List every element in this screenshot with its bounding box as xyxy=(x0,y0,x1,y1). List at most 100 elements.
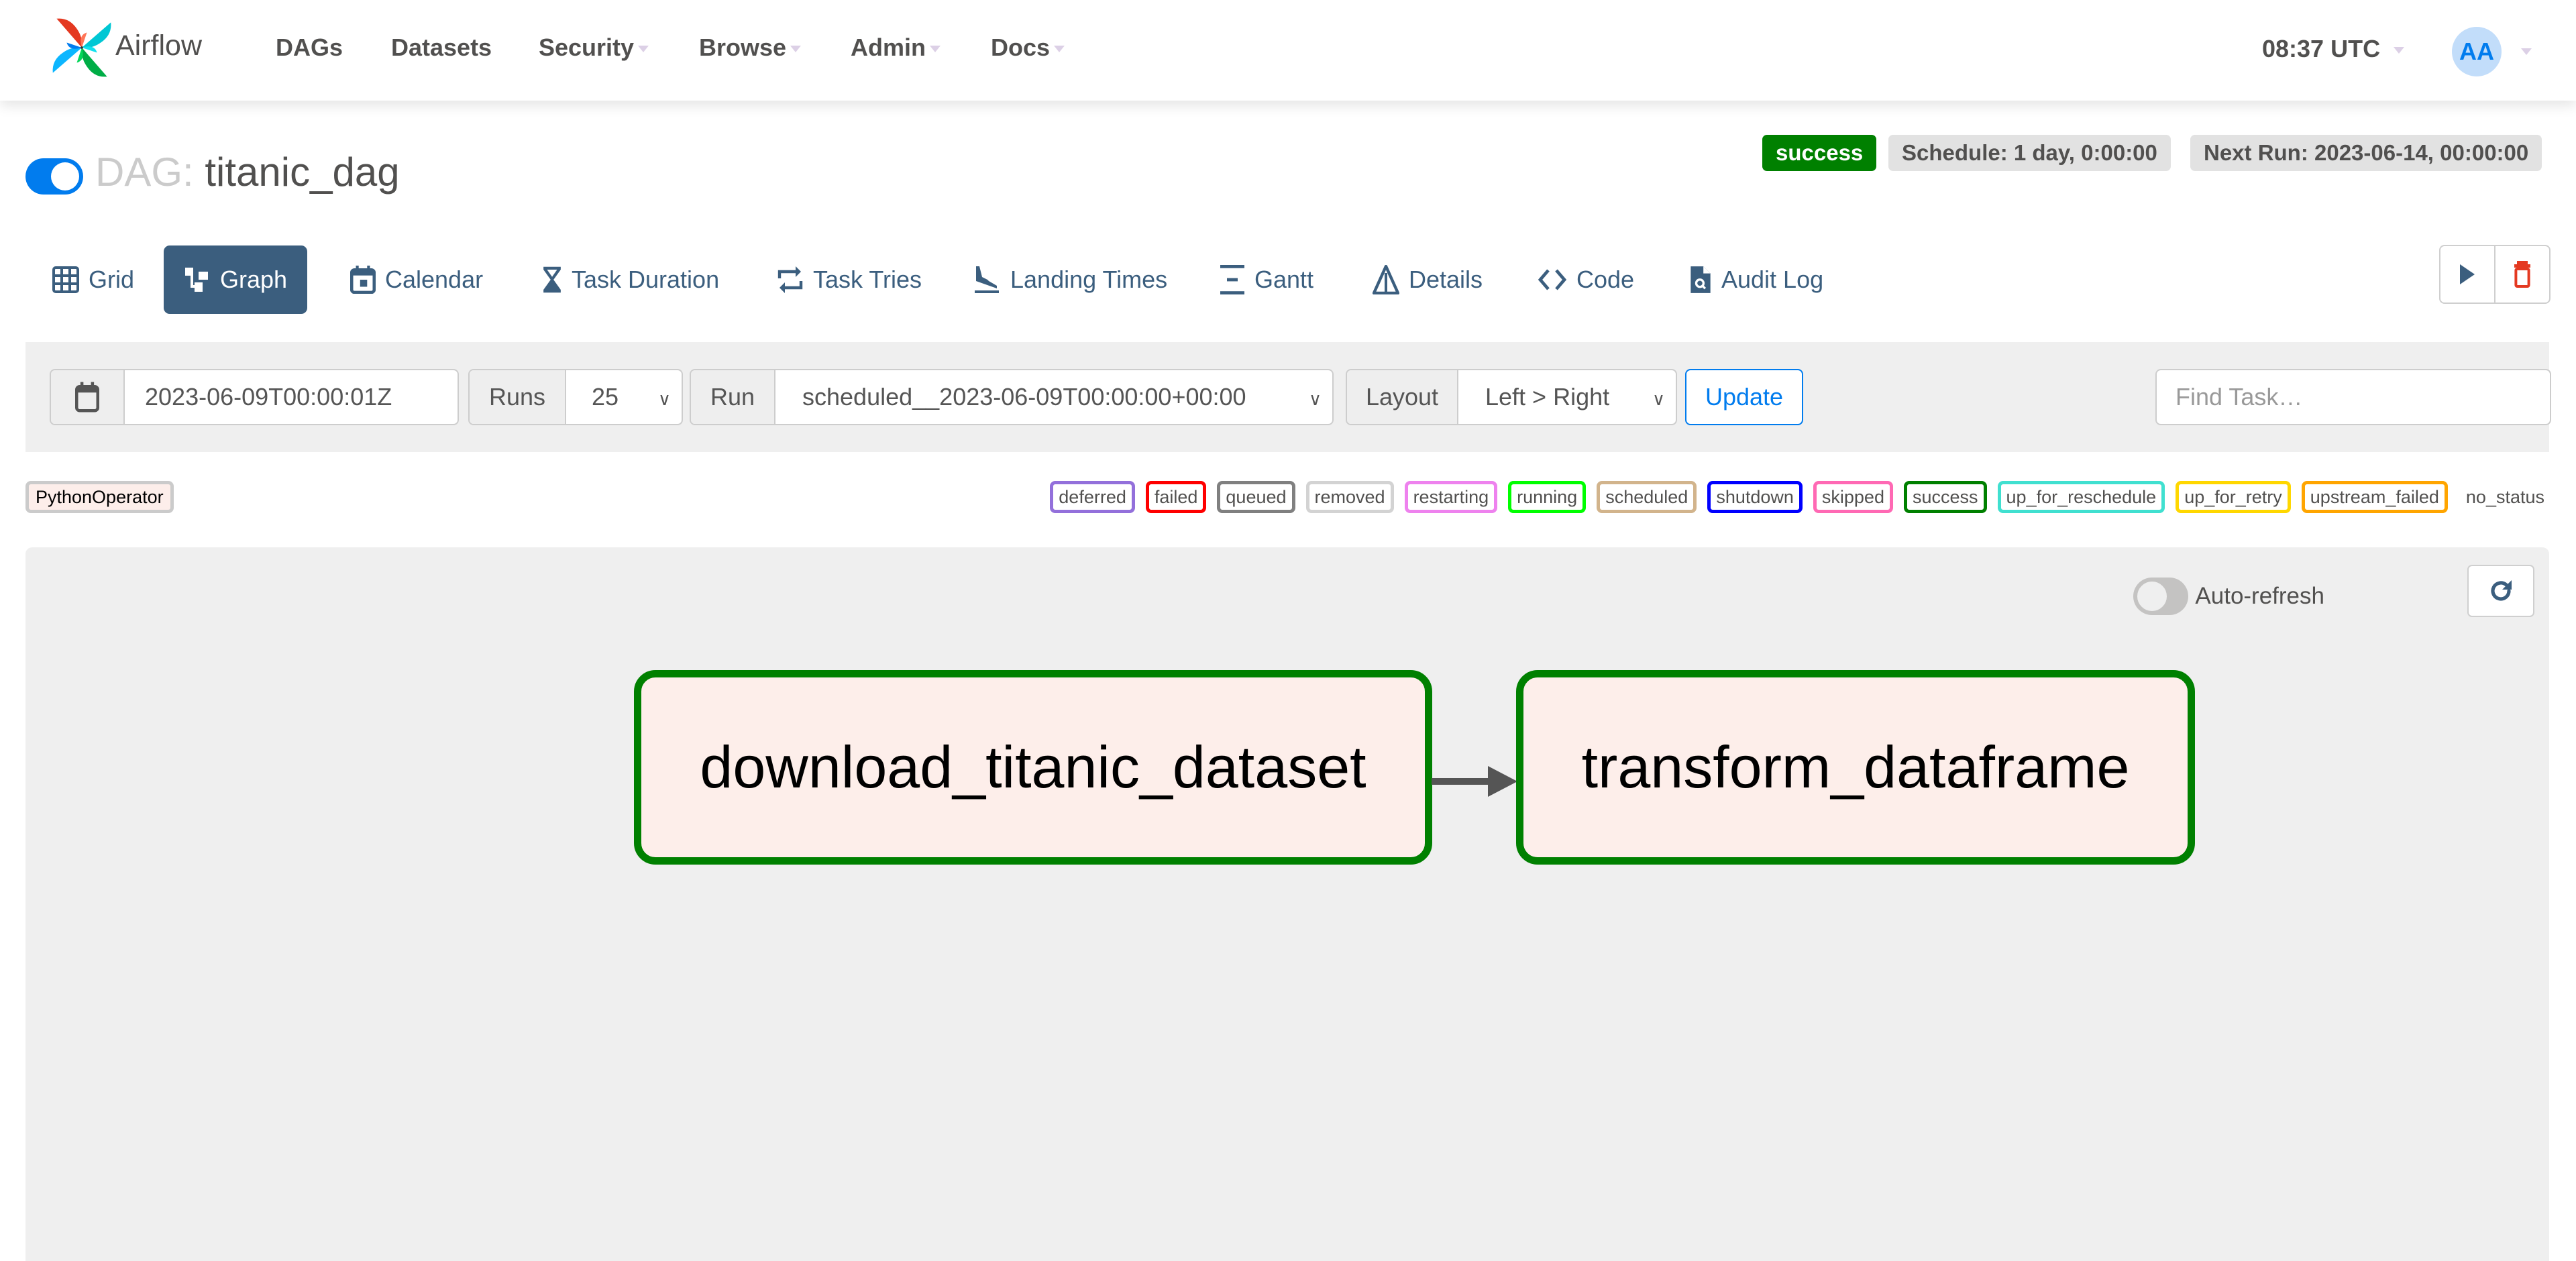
date-picker-button[interactable] xyxy=(51,370,125,424)
user-menu-caret-icon[interactable] xyxy=(2521,48,2532,55)
play-icon xyxy=(2460,264,2475,284)
tab-calendar[interactable]: Calendar xyxy=(330,245,503,314)
tab-graph[interactable]: Graph xyxy=(164,245,308,314)
tab-gantt-label: Gantt xyxy=(1254,266,1314,293)
update-button[interactable]: Update xyxy=(1685,369,1803,425)
nav-browse[interactable]: Browse xyxy=(699,34,802,62)
dag-status-badge: success xyxy=(1762,135,1877,171)
calendar-icon xyxy=(75,382,99,413)
timezone-clock[interactable]: 08:37 UTC xyxy=(2262,35,2405,63)
legend-no-status[interactable]: no_status xyxy=(2458,481,2548,513)
auto-refresh-label: Auto-refresh xyxy=(2195,583,2324,609)
code-icon xyxy=(1538,269,1567,290)
runs-group: Runs 25 ∨ xyxy=(468,369,683,425)
tab-audit-log[interactable]: Audit Log xyxy=(1669,245,1843,314)
dag-name: titanic_dag xyxy=(205,150,400,195)
tab-grid[interactable]: Grid xyxy=(32,245,154,314)
nav-datasets-label: Datasets xyxy=(391,34,492,61)
runs-select[interactable]: 25 ∨ xyxy=(566,370,682,424)
graph-filter-bar: 2023-06-09T00:00:01Z Runs 25 ∨ Run sched… xyxy=(25,342,2551,452)
legend-upstream-failed[interactable]: upstream_failed xyxy=(2301,481,2448,513)
brand-name[interactable]: Airflow xyxy=(115,30,203,62)
legend-failed[interactable]: failed xyxy=(1145,481,1207,513)
refresh-button[interactable] xyxy=(2467,565,2534,617)
run-select-value: scheduled__2023-06-09T00:00:00+00:00 xyxy=(802,383,1246,410)
nav-dags-label: DAGs xyxy=(276,34,343,61)
nav-security[interactable]: Security xyxy=(539,34,649,62)
tab-grid-label: Grid xyxy=(89,266,135,293)
task-node-download-titanic-dataset[interactable]: download_titanic_dataset xyxy=(634,670,1432,865)
legend-restarting[interactable]: restarting xyxy=(1404,481,1498,513)
nav-browse-label: Browse xyxy=(699,34,787,61)
nav-dags[interactable]: DAGs xyxy=(276,34,343,62)
caret-down-icon xyxy=(2394,47,2405,54)
nav-docs[interactable]: Docs xyxy=(991,34,1065,62)
tab-task-tries[interactable]: Task Tries xyxy=(757,245,942,314)
tab-task-duration[interactable]: Task Duration xyxy=(522,245,739,314)
details-triangle-icon xyxy=(1373,265,1399,294)
legend-success[interactable]: success xyxy=(1903,481,1987,513)
legend-running[interactable]: running xyxy=(1508,481,1587,513)
delete-dag-button[interactable] xyxy=(2494,246,2549,303)
layout-select-value: Left > Right xyxy=(1485,383,1610,410)
auto-refresh-toggle[interactable] xyxy=(2133,578,2189,615)
legend-scheduled[interactable]: scheduled xyxy=(1597,481,1697,513)
find-task-input[interactable] xyxy=(2155,369,2551,425)
trigger-dag-button[interactable] xyxy=(2440,246,2494,303)
tab-task-duration-label: Task Duration xyxy=(572,266,720,293)
trash-icon xyxy=(2514,261,2530,288)
graph-icon xyxy=(185,268,208,292)
run-select[interactable]: scheduled__2023-06-09T00:00:00+00:00 ∨ xyxy=(775,370,1332,424)
layout-group: Layout Left > Right ∨ xyxy=(1346,369,1677,425)
repeat-icon xyxy=(777,266,803,293)
operator-legend-python[interactable]: PythonOperator xyxy=(25,481,174,513)
tab-code-label: Code xyxy=(1576,266,1635,293)
schedule-badge: Schedule: 1 day, 0:00:00 xyxy=(1888,135,2171,171)
legend-up-for-reschedule[interactable]: up_for_reschedule xyxy=(1997,481,2165,513)
tab-details[interactable]: Details xyxy=(1352,245,1503,314)
chevron-down-icon: ∨ xyxy=(1308,389,1322,409)
calendar-icon xyxy=(350,266,376,294)
dag-title-prefix: DAG: xyxy=(95,150,194,195)
nav-datasets[interactable]: Datasets xyxy=(391,34,492,62)
base-date-input[interactable]: 2023-06-09T00:00:01Z xyxy=(145,383,392,410)
task-node-label: transform_dataframe xyxy=(1581,734,2130,800)
tab-audit-log-label: Audit Log xyxy=(1721,266,1824,293)
tab-code[interactable]: Code xyxy=(1517,245,1654,314)
runs-select-value: 25 xyxy=(592,383,619,410)
task-node-transform-dataframe[interactable]: transform_dataframe xyxy=(1516,670,2195,865)
chevron-down-icon: ∨ xyxy=(657,389,671,409)
user-avatar[interactable]: AA xyxy=(2452,27,2502,76)
legend-queued[interactable]: queued xyxy=(1217,481,1295,513)
caret-down-icon xyxy=(1054,46,1065,53)
nav-docs-label: Docs xyxy=(991,34,1051,61)
caret-down-icon xyxy=(790,46,802,53)
tab-graph-label: Graph xyxy=(220,266,288,293)
toggle-knob xyxy=(51,162,79,190)
state-legend: deferred failed queued removed restartin… xyxy=(1050,481,2548,513)
base-date-group: 2023-06-09T00:00:01Z xyxy=(50,369,459,425)
dag-pause-toggle[interactable] xyxy=(25,158,83,195)
dag-graph-canvas[interactable]: Auto-refresh download_titanic_dataset tr… xyxy=(25,547,2549,1261)
hourglass-icon xyxy=(543,266,561,293)
auto-refresh-control: Auto-refresh xyxy=(2133,578,2324,615)
audit-log-icon xyxy=(1690,266,1711,293)
legend-up-for-retry[interactable]: up_for_retry xyxy=(2176,481,2291,513)
nav-admin[interactable]: Admin xyxy=(851,34,941,62)
legend-shutdown[interactable]: shutdown xyxy=(1707,481,1803,513)
layout-select[interactable]: Left > Right ∨ xyxy=(1458,370,1676,424)
runs-label: Runs xyxy=(470,370,566,424)
tab-landing-times[interactable]: Landing Times xyxy=(953,245,1187,314)
tab-details-label: Details xyxy=(1409,266,1483,293)
refresh-icon xyxy=(2491,580,2512,601)
legend-removed[interactable]: removed xyxy=(1305,481,1394,513)
run-label: Run xyxy=(691,370,775,424)
legend-deferred[interactable]: deferred xyxy=(1050,481,1135,513)
airflow-logo-icon[interactable] xyxy=(48,16,115,79)
next-run-badge: Next Run: 2023-06-14, 00:00:00 xyxy=(2190,135,2542,171)
chevron-down-icon: ∨ xyxy=(1652,389,1665,409)
dag-actions xyxy=(2439,245,2551,304)
tab-gantt[interactable]: Gantt xyxy=(1199,245,1334,314)
legend-skipped[interactable]: skipped xyxy=(1813,481,1893,513)
tab-task-tries-label: Task Tries xyxy=(813,266,922,293)
